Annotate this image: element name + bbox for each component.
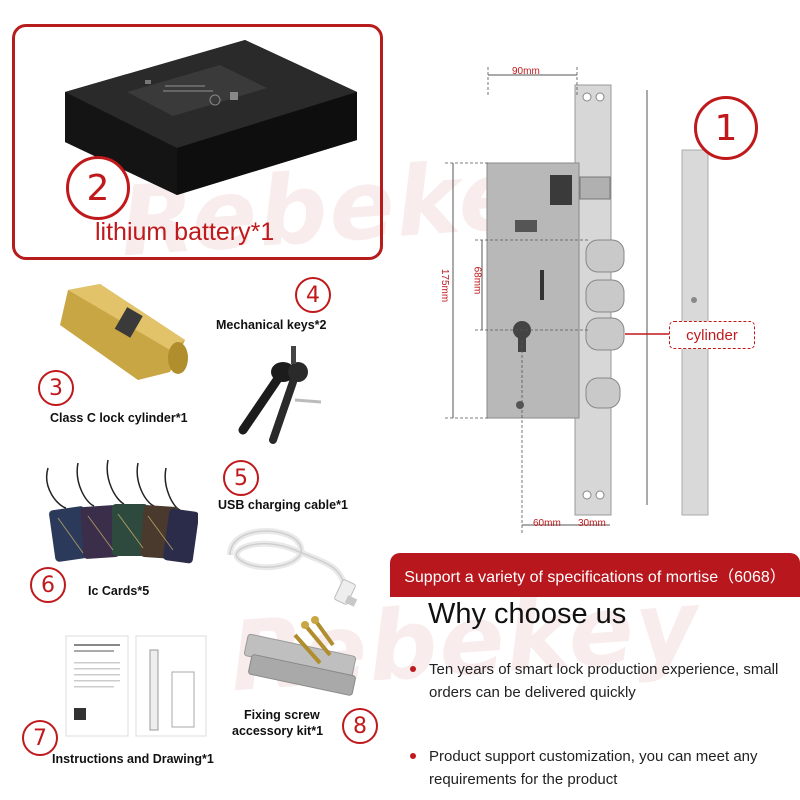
- cylinder-callout: cylinder: [669, 321, 755, 349]
- dimension-inner: 68mm: [471, 266, 483, 295]
- dimension-bottom-right: 30mm: [578, 518, 606, 529]
- battery-image: [65, 40, 357, 195]
- number-badge-2: 2: [66, 156, 130, 220]
- why-bullet-1: Ten years of smart lock production exper…: [410, 658, 783, 704]
- why-bullet-2-text: Product support customization, you can m…: [429, 748, 758, 788]
- bullet-dot: [410, 753, 416, 759]
- battery-panel: [12, 24, 383, 260]
- bullet-dot: [410, 666, 416, 672]
- screw-kit-label-line1: Fixing screw: [244, 708, 320, 722]
- dimension-top: 90mm: [512, 66, 540, 77]
- mechanical-keys-label: Mechanical keys*2: [216, 318, 327, 332]
- number-badge-1: 1: [694, 96, 758, 160]
- battery-label: lithium battery*1: [95, 218, 275, 246]
- mechanical-keys-image: [238, 346, 322, 444]
- ic-cards-label: Ic Cards*5: [88, 584, 150, 598]
- ic-cards-image: [45, 459, 198, 564]
- number-badge-7: 7: [22, 720, 58, 756]
- number-badge-4: 4: [295, 277, 331, 313]
- usb-cable-label: USB charging cable*1: [218, 498, 348, 512]
- instructions-label: Instructions and Drawing*1: [52, 752, 214, 766]
- screw-kit-label-line2: accessory kit*1: [232, 724, 324, 738]
- why-bullet-2: Product support customization, you can m…: [410, 745, 783, 791]
- instructions-image: [65, 635, 207, 737]
- lock-cylinder-label: Class C lock cylinder*1: [50, 411, 188, 425]
- mortise-diagram: [445, 67, 709, 533]
- number-badge-3: 3: [38, 370, 74, 406]
- usb-cable-image: [227, 528, 358, 607]
- screw-kit-image: [243, 616, 357, 696]
- support-banner: Support a variety of specifications of m…: [390, 553, 800, 597]
- dimension-bottom-left: 60mm: [533, 518, 561, 529]
- number-badge-5: 5: [223, 460, 259, 496]
- why-choose-us-title: Why choose us: [428, 598, 627, 630]
- dimension-height: 175mm: [439, 268, 451, 303]
- why-bullet-1-text: Ten years of smart lock production exper…: [429, 661, 779, 701]
- lock-cylinder-image: [60, 284, 188, 380]
- number-badge-8: 8: [342, 708, 378, 744]
- number-badge-6: 6: [30, 567, 66, 603]
